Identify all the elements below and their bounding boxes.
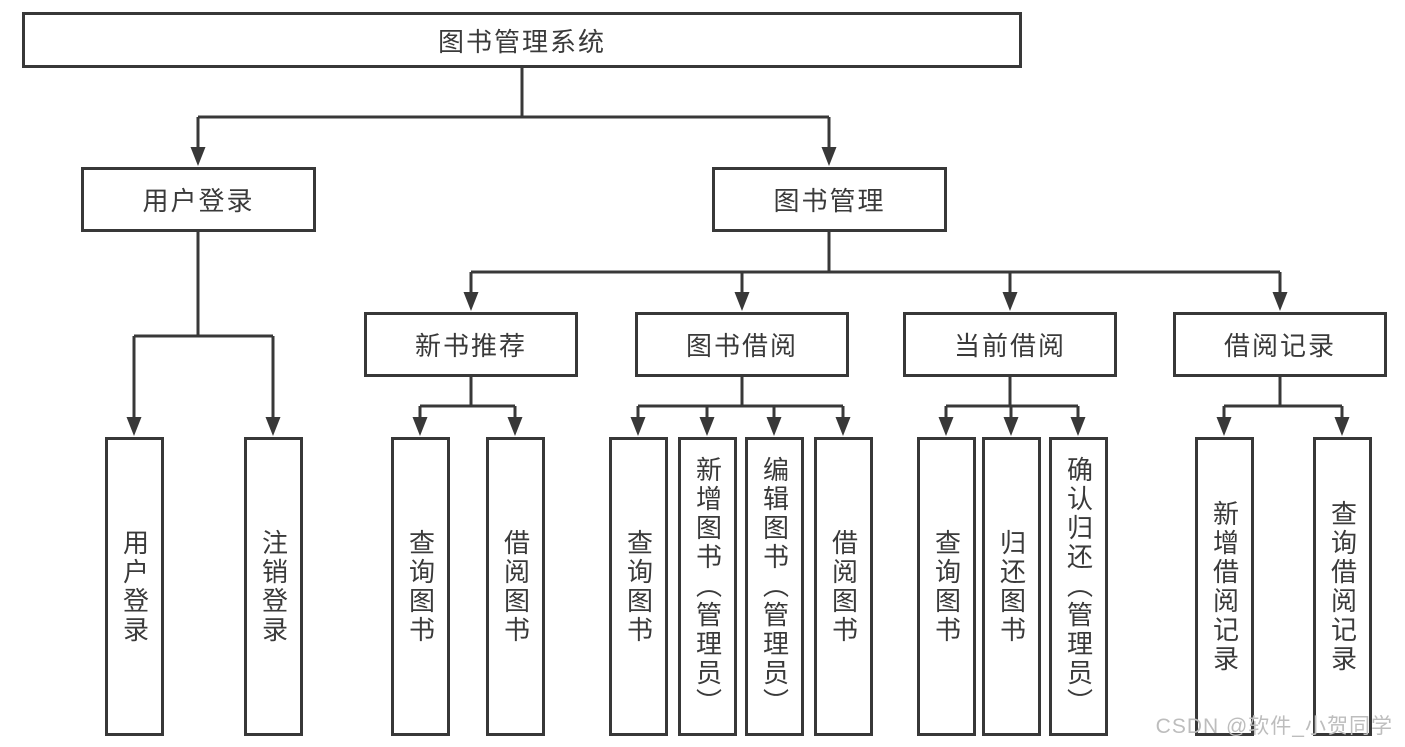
- node-label: 新增借阅记录: [1209, 499, 1240, 674]
- leaf-logout: 注销登录: [244, 437, 303, 736]
- node-current-borrowing: 当前借阅: [903, 312, 1117, 377]
- leaf-add-books-admin: 新增图书（管理员）: [678, 437, 737, 736]
- node-book-borrowing: 图书借阅: [635, 312, 849, 377]
- connector-new-book-recommendation: [418, 377, 517, 417]
- connector-borrowing-records: [1222, 377, 1344, 417]
- arrowheads: [126, 147, 1350, 436]
- node-label: 用户登录: [119, 528, 150, 645]
- leaf-add-borrow-record: 新增借阅记录: [1195, 437, 1254, 736]
- leaf-edit-books-admin: 编辑图书（管理员）: [745, 437, 804, 736]
- node-label: 图书管理: [773, 186, 886, 216]
- node-label: 归还图书: [996, 528, 1027, 645]
- arrowhead-icon: [938, 417, 954, 436]
- arrowhead-icon: [507, 417, 523, 436]
- arrowhead-icon: [630, 417, 646, 436]
- node-label: 查询图书: [931, 528, 962, 645]
- leaf-return-books: 归还图书: [982, 437, 1041, 736]
- node-label: 借阅图书: [500, 528, 531, 645]
- node-user-login: 用户登录: [81, 167, 316, 232]
- arrowhead-icon: [1003, 417, 1019, 436]
- arrowhead-icon: [1272, 292, 1288, 311]
- arrowhead-icon: [766, 417, 782, 436]
- node-label: 图书管理系统: [437, 26, 606, 57]
- arrowhead-icon: [1334, 417, 1350, 436]
- arrowhead-icon: [1216, 417, 1232, 436]
- node-label: 新书推荐: [414, 331, 527, 361]
- connector-book-management: [469, 232, 1282, 292]
- node-label: 当前借阅: [953, 331, 1066, 361]
- node-label: 查询图书: [405, 528, 436, 645]
- connector-current-borrowing: [944, 377, 1080, 417]
- node-label: 确认归还（管理员）: [1063, 456, 1094, 717]
- node-new-book-recommendation: 新书推荐: [364, 312, 578, 377]
- connector-user-login: [132, 232, 275, 417]
- arrowhead-icon: [699, 417, 715, 436]
- arrowhead-icon: [126, 417, 142, 436]
- leaf-confirm-return-admin: 确认归还（管理员）: [1049, 437, 1108, 736]
- node-book-management: 图书管理: [712, 167, 947, 232]
- arrowhead-icon: [412, 417, 428, 436]
- node-label: 查询图书: [623, 528, 654, 645]
- arrowhead-icon: [734, 292, 750, 311]
- arrowhead-icon: [835, 417, 851, 436]
- leaf-search-books-borrowing: 查询图书: [609, 437, 668, 736]
- node-borrowing-records: 借阅记录: [1173, 312, 1387, 377]
- node-label: 查询借阅记录: [1327, 499, 1358, 674]
- leaf-search-borrow-record: 查询借阅记录: [1313, 437, 1372, 736]
- node-label: 新增图书（管理员）: [692, 456, 723, 717]
- node-library-management-system: 图书管理系统: [22, 12, 1022, 68]
- connector-root: [196, 68, 831, 148]
- node-label: 借阅图书: [828, 528, 859, 645]
- node-label: 图书借阅: [685, 331, 798, 361]
- connector-book-borrowing: [636, 377, 845, 417]
- leaf-borrow-books-borrowing: 借阅图书: [814, 437, 873, 736]
- arrowhead-icon: [190, 147, 206, 166]
- node-label: 用户登录: [142, 186, 255, 216]
- leaf-user-login: 用户登录: [105, 437, 164, 736]
- arrowhead-icon: [463, 292, 479, 311]
- leaf-search-books-recommend: 查询图书: [391, 437, 450, 736]
- node-label: 编辑图书（管理员）: [759, 456, 790, 717]
- leaf-borrow-books-recommend: 借阅图书: [486, 437, 545, 736]
- arrowhead-icon: [265, 417, 281, 436]
- csdn-watermark: CSDN @软件_小贺同学: [1155, 715, 1393, 738]
- node-label: 注销登录: [258, 528, 289, 645]
- leaf-search-books-current: 查询图书: [917, 437, 976, 736]
- node-label: 借阅记录: [1223, 331, 1336, 361]
- arrowhead-icon: [1002, 292, 1018, 311]
- arrowhead-icon: [1070, 417, 1086, 436]
- arrowhead-icon: [821, 147, 837, 166]
